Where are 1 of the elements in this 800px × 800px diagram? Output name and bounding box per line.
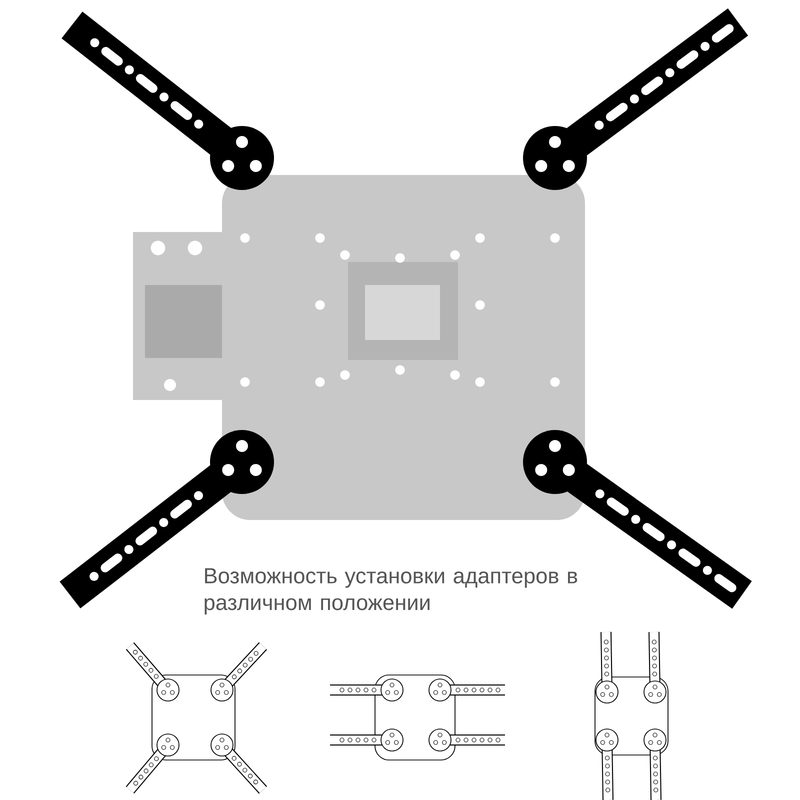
caption-text: Возможность установки адаптеров в различном положении	[204, 568, 578, 614]
